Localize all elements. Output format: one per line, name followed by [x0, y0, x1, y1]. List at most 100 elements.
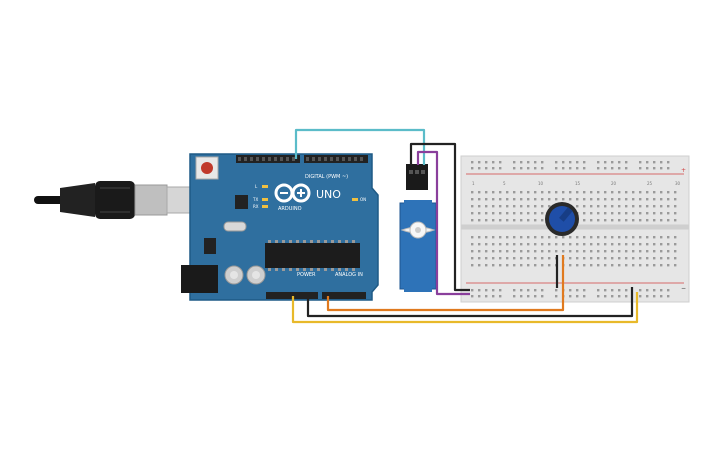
breadboard-hole[interactable]: [660, 264, 663, 267]
breadboard-hole[interactable]: [646, 161, 649, 164]
breadboard-hole[interactable]: [478, 289, 481, 292]
breadboard-hole[interactable]: [660, 198, 663, 201]
breadboard-hole[interactable]: [618, 289, 621, 292]
breadboard-hole[interactable]: [513, 167, 516, 170]
breadboard-hole[interactable]: [527, 161, 530, 164]
breadboard-hole[interactable]: [625, 205, 628, 208]
breadboard-hole[interactable]: [667, 198, 670, 201]
breadboard-hole[interactable]: [471, 295, 474, 298]
breadboard-hole[interactable]: [625, 289, 628, 292]
breadboard-hole[interactable]: [597, 198, 600, 201]
breadboard-hole[interactable]: [632, 264, 635, 267]
breadboard-hole[interactable]: [513, 191, 516, 194]
breadboard-hole[interactable]: [597, 264, 600, 267]
breadboard-hole[interactable]: [569, 198, 572, 201]
breadboard-hole[interactable]: [632, 205, 635, 208]
breadboard-hole[interactable]: [625, 295, 628, 298]
breadboard-hole[interactable]: [590, 236, 593, 239]
breadboard-hole[interactable]: [667, 212, 670, 215]
breadboard-hole[interactable]: [653, 198, 656, 201]
breadboard-hole[interactable]: [674, 264, 677, 267]
breadboard-hole[interactable]: [639, 289, 642, 292]
breadboard-hole[interactable]: [660, 167, 663, 170]
breadboard-hole[interactable]: [597, 205, 600, 208]
breadboard-hole[interactable]: [639, 198, 642, 201]
breadboard-hole[interactable]: [520, 219, 523, 222]
breadboard-hole[interactable]: [660, 219, 663, 222]
breadboard-hole[interactable]: [583, 212, 586, 215]
breadboard-hole[interactable]: [597, 167, 600, 170]
breadboard-hole[interactable]: [513, 236, 516, 239]
breadboard-hole[interactable]: [513, 205, 516, 208]
breadboard-hole[interactable]: [492, 250, 495, 253]
breadboard-hole[interactable]: [667, 161, 670, 164]
breadboard-hole[interactable]: [646, 250, 649, 253]
breadboard-hole[interactable]: [492, 257, 495, 260]
breadboard-hole[interactable]: [632, 191, 635, 194]
breadboard-hole[interactable]: [590, 212, 593, 215]
breadboard-hole[interactable]: [513, 243, 516, 246]
breadboard-hole[interactable]: [492, 289, 495, 292]
breadboard-hole[interactable]: [499, 212, 502, 215]
breadboard-hole[interactable]: [478, 161, 481, 164]
breadboard-hole[interactable]: [639, 264, 642, 267]
breadboard-hole[interactable]: [478, 264, 481, 267]
breadboard-hole[interactable]: [478, 219, 481, 222]
breadboard-hole[interactable]: [653, 205, 656, 208]
breadboard-hole[interactable]: [562, 191, 565, 194]
breadboard-hole[interactable]: [513, 212, 516, 215]
breadboard-hole[interactable]: [541, 257, 544, 260]
breadboard-hole[interactable]: [506, 264, 509, 267]
breadboard-hole[interactable]: [541, 250, 544, 253]
breadboard-hole[interactable]: [478, 295, 481, 298]
breadboard-hole[interactable]: [674, 219, 677, 222]
breadboard-hole[interactable]: [555, 243, 558, 246]
breadboard-hole[interactable]: [548, 191, 551, 194]
breadboard-hole[interactable]: [597, 295, 600, 298]
breadboard-hole[interactable]: [485, 250, 488, 253]
breadboard-hole[interactable]: [653, 257, 656, 260]
breadboard-hole[interactable]: [548, 264, 551, 267]
breadboard-hole[interactable]: [653, 243, 656, 246]
breadboard-hole[interactable]: [513, 289, 516, 292]
breadboard-hole[interactable]: [667, 289, 670, 292]
breadboard-hole[interactable]: [562, 198, 565, 201]
breadboard-hole[interactable]: [527, 289, 530, 292]
breadboard-hole[interactable]: [632, 257, 635, 260]
breadboard-hole[interactable]: [667, 295, 670, 298]
breadboard-hole[interactable]: [499, 264, 502, 267]
breadboard-hole[interactable]: [506, 243, 509, 246]
breadboard-hole[interactable]: [562, 167, 565, 170]
breadboard-hole[interactable]: [597, 212, 600, 215]
breadboard-hole[interactable]: [513, 250, 516, 253]
breadboard-hole[interactable]: [625, 212, 628, 215]
breadboard-hole[interactable]: [653, 236, 656, 239]
breadboard-hole[interactable]: [555, 236, 558, 239]
breadboard-hole[interactable]: [639, 219, 642, 222]
breadboard-hole[interactable]: [632, 250, 635, 253]
breadboard-hole[interactable]: [632, 219, 635, 222]
breadboard-hole[interactable]: [520, 289, 523, 292]
wire-signal[interactable]: [294, 128, 426, 165]
breadboard-hole[interactable]: [618, 191, 621, 194]
breadboard-hole[interactable]: [604, 257, 607, 260]
breadboard-hole[interactable]: [653, 295, 656, 298]
breadboard-hole[interactable]: [527, 167, 530, 170]
breadboard-hole[interactable]: [653, 289, 656, 292]
breadboard-hole[interactable]: [506, 191, 509, 194]
breadboard-hole[interactable]: [527, 191, 530, 194]
breadboard-hole[interactable]: [604, 161, 607, 164]
breadboard-hole[interactable]: [541, 243, 544, 246]
breadboard-hole[interactable]: [534, 289, 537, 292]
breadboard-hole[interactable]: [527, 295, 530, 298]
breadboard-hole[interactable]: [534, 205, 537, 208]
breadboard-hole[interactable]: [492, 219, 495, 222]
breadboard-hole[interactable]: [646, 219, 649, 222]
breadboard-hole[interactable]: [478, 191, 481, 194]
breadboard-hole[interactable]: [534, 250, 537, 253]
breadboard-hole[interactable]: [485, 198, 488, 201]
breadboard-hole[interactable]: [506, 219, 509, 222]
breadboard-hole[interactable]: [604, 289, 607, 292]
arduino-board[interactable]: DIGITAL (PWM ~) ARDUINO UNO L TX RX ON: [181, 153, 379, 301]
breadboard-hole[interactable]: [485, 257, 488, 260]
